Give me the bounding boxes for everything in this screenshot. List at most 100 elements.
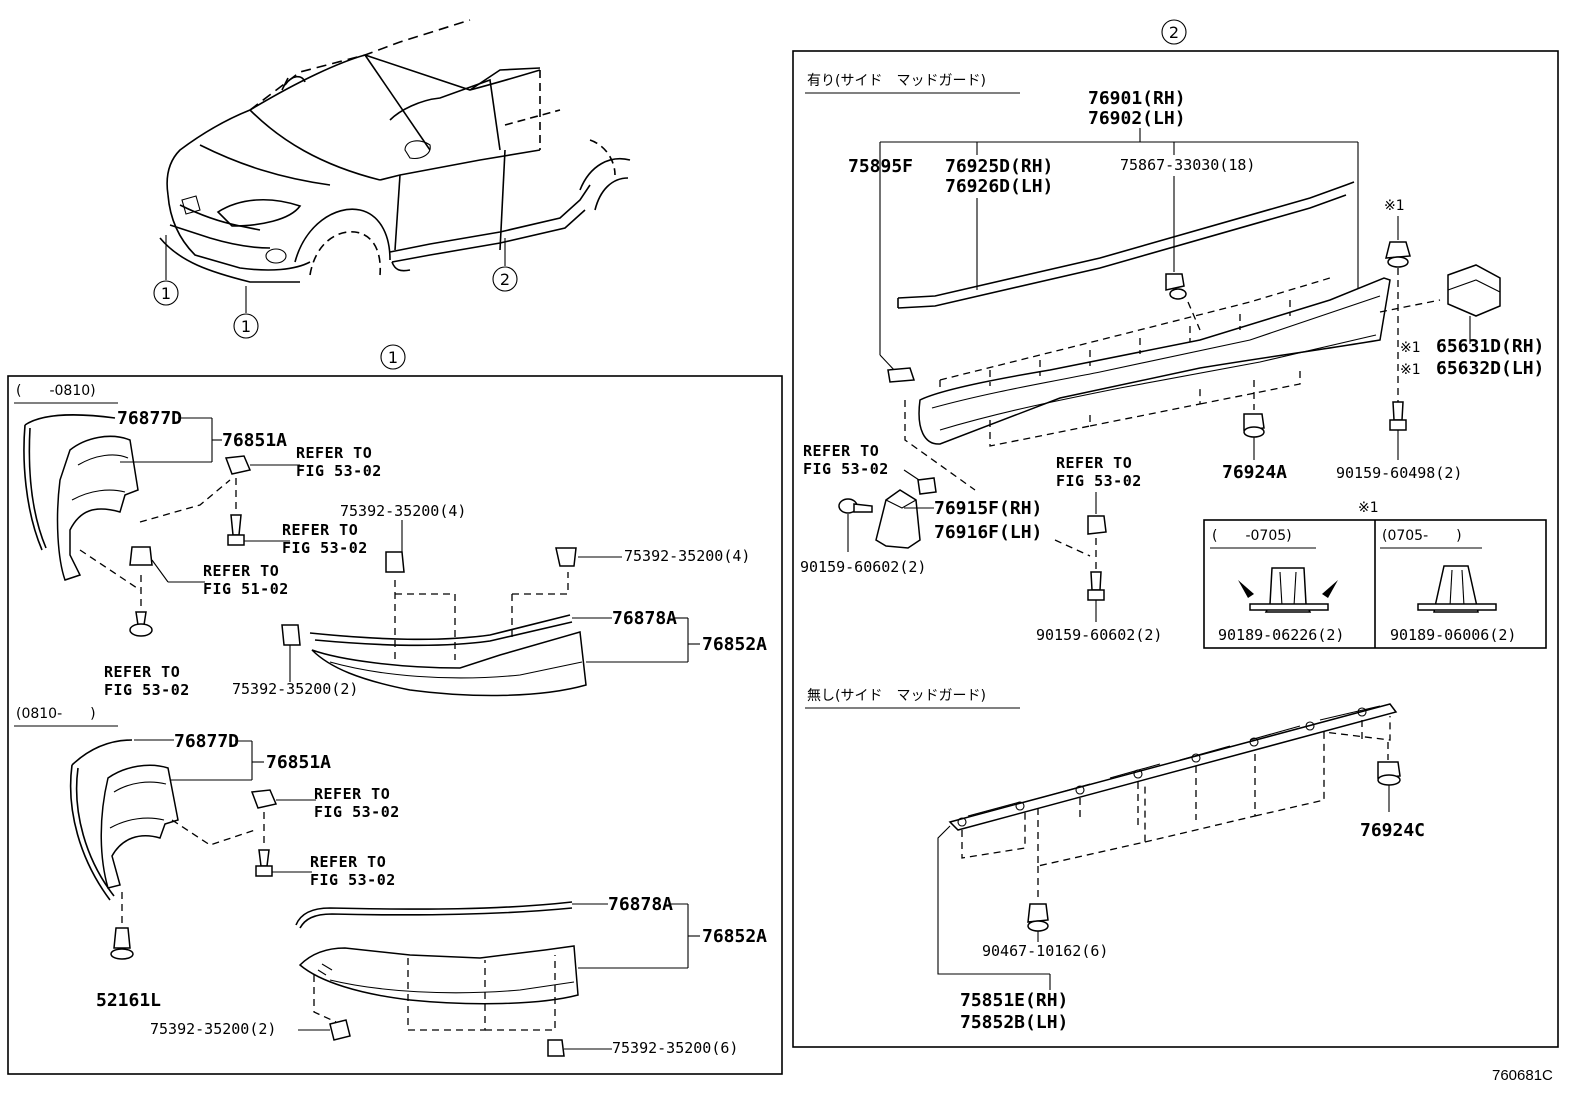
car-overview-illustration (159, 19, 631, 313)
label-76925d: 76925D(RH) (945, 156, 1053, 177)
svg-text:1: 1 (241, 317, 251, 336)
label-76902: 76902(LH) (1088, 108, 1186, 129)
upper-rivet-part (129, 611, 153, 637)
label-90159-60602a: 90159-60602(2) (800, 558, 926, 576)
lower-fender-flare-part (69, 739, 179, 901)
upper-nut-part (224, 455, 300, 475)
panel-1-frame (7, 375, 783, 1075)
upper-label-76878a: 76878A (612, 608, 677, 629)
label-75852b: 75852B(LH) (960, 1012, 1068, 1033)
upper-clip-part (129, 546, 205, 583)
lower-period-label: (0810- ) (16, 706, 96, 722)
lower-screw-part (255, 849, 312, 877)
svg-text:1: 1 (161, 284, 171, 303)
upper-ref-c-line1: REFER TO (203, 562, 279, 580)
lower-ref-a-line1: REFER TO (314, 785, 390, 803)
side-mudguard-part (918, 277, 1391, 445)
svg-text:2: 2 (500, 270, 510, 289)
clip-75895f-part (887, 367, 916, 383)
lower-clip-label-a: 75392-35200(2) (150, 1020, 276, 1038)
without-mudguard-label: 無し(サイド マッドガード) (807, 688, 986, 704)
asterisk-label-top: ※1 (1384, 198, 1405, 214)
upper-label-76851a: 76851A (222, 430, 287, 451)
lower-clip-label-b: 75392-35200(6) (612, 1039, 738, 1057)
screw-90159-60498-part (1389, 401, 1407, 431)
lower-label-76852a: 76852A (702, 926, 767, 947)
figure-code: 760681C (1492, 1067, 1553, 1084)
label-75851e: 75851E(RH) (960, 990, 1068, 1011)
screw-90159-60602b-part (1087, 571, 1105, 601)
lower-spoiler-clip-a (298, 1019, 351, 1041)
ref-1-line2: FIG 53-02 (803, 460, 889, 478)
label-76924a: 76924A (1222, 462, 1287, 483)
lower-label-76877d: 76877D (174, 731, 239, 752)
label-65632d: 65632D(LH) (1436, 358, 1544, 379)
screw-90159-60602a-part (838, 498, 873, 514)
ref-2-line2: FIG 53-02 (1056, 472, 1142, 490)
inset-right-clip-part (1417, 565, 1497, 613)
lower-label-76851a: 76851A (266, 752, 331, 773)
label-90159-60498: 90159-60498(2) (1336, 464, 1462, 482)
label-76926d: 76926D(LH) (945, 176, 1053, 197)
svg-text:2: 2 (1169, 23, 1179, 42)
lower-spoiler-clip-b (547, 1039, 612, 1057)
lower-label-76878a: 76878A (608, 894, 673, 915)
svg-text:1: 1 (388, 348, 398, 367)
lower-label-52161l: 52161L (96, 990, 161, 1011)
lower-spoiler-part (298, 945, 579, 1005)
upper-clip-label-a: 75392-35200(4) (340, 502, 466, 520)
label-75867: 75867-33030(18) (1120, 156, 1255, 174)
lower-ref-a-line2: FIG 53-02 (314, 803, 400, 821)
asterisk-65632d: ※1 (1400, 362, 1421, 378)
clip-ref-part (917, 477, 937, 495)
upper-ref-a-line2: FIG 53-02 (296, 462, 382, 480)
panel-1-header: 1 (380, 344, 406, 370)
label-76916f: 76916F(LH) (934, 522, 1042, 543)
inset-left-period: ( -0705) (1212, 528, 1292, 544)
upper-ref-d-line2: FIG 53-02 (104, 681, 190, 699)
nut-76924a-part (1243, 413, 1265, 438)
upper-spoiler-clip-b (555, 547, 622, 567)
bracket-65631d-part (1447, 264, 1501, 317)
upper-ref-b-line1: REFER TO (282, 521, 358, 539)
lower-nut-part (250, 789, 316, 809)
lower-ref-b-line1: REFER TO (310, 853, 386, 871)
label-76924c: 76924C (1360, 820, 1425, 841)
asterisk-inset-title: ※1 (1358, 500, 1379, 516)
label-90467-10162: 90467-10162(6) (982, 942, 1108, 960)
upper-label-76877d: 76877D (117, 408, 182, 429)
lower-clip-52161l-part (110, 927, 134, 960)
callout-1-overview-b: 1 (233, 313, 259, 339)
upper-ref-d-line1: REFER TO (104, 663, 180, 681)
panel-2-frame (792, 50, 1559, 1048)
nut-76924c-part (1377, 761, 1401, 786)
lower-lip-strip-part (295, 901, 573, 929)
callout-2-overview: 2 (492, 266, 518, 292)
bracket-76915f-part (875, 489, 921, 549)
upper-screw-part (227, 514, 290, 546)
label-90189-06226: 90189-06226(2) (1218, 626, 1344, 644)
upper-label-76852a: 76852A (702, 634, 767, 655)
clip-asterisk-part (1385, 241, 1411, 268)
upper-spoiler-clip-a (385, 551, 405, 573)
clip-75867-part (1165, 273, 1187, 300)
ref-1-line1: REFER TO (803, 442, 879, 460)
label-76901: 76901(RH) (1088, 88, 1186, 109)
label-90159-60602b: 90159-60602(2) (1036, 626, 1162, 644)
label-90189-06006: 90189-06006(2) (1390, 626, 1516, 644)
inset-left-clip-part (1238, 567, 1338, 613)
upper-fender-flare-part (23, 414, 139, 581)
mudguard-upper-strip-part (897, 181, 1355, 309)
asterisk-65631d: ※1 (1400, 340, 1421, 356)
upper-spoiler-part (309, 614, 587, 697)
nut-ref-part (1087, 515, 1107, 535)
rocker-moulding-part (948, 703, 1398, 831)
upper-clip-label-b: 75392-35200(4) (624, 547, 750, 565)
with-mudguard-label: 有り(サイド マッドガード) (807, 73, 986, 89)
callout-1-overview-a: 1 (153, 280, 179, 306)
upper-ref-b-line2: FIG 53-02 (282, 539, 368, 557)
panel-2-header: 2 (1161, 19, 1187, 45)
upper-ref-a-line1: REFER TO (296, 444, 372, 462)
label-76915f: 76915F(RH) (934, 498, 1042, 519)
